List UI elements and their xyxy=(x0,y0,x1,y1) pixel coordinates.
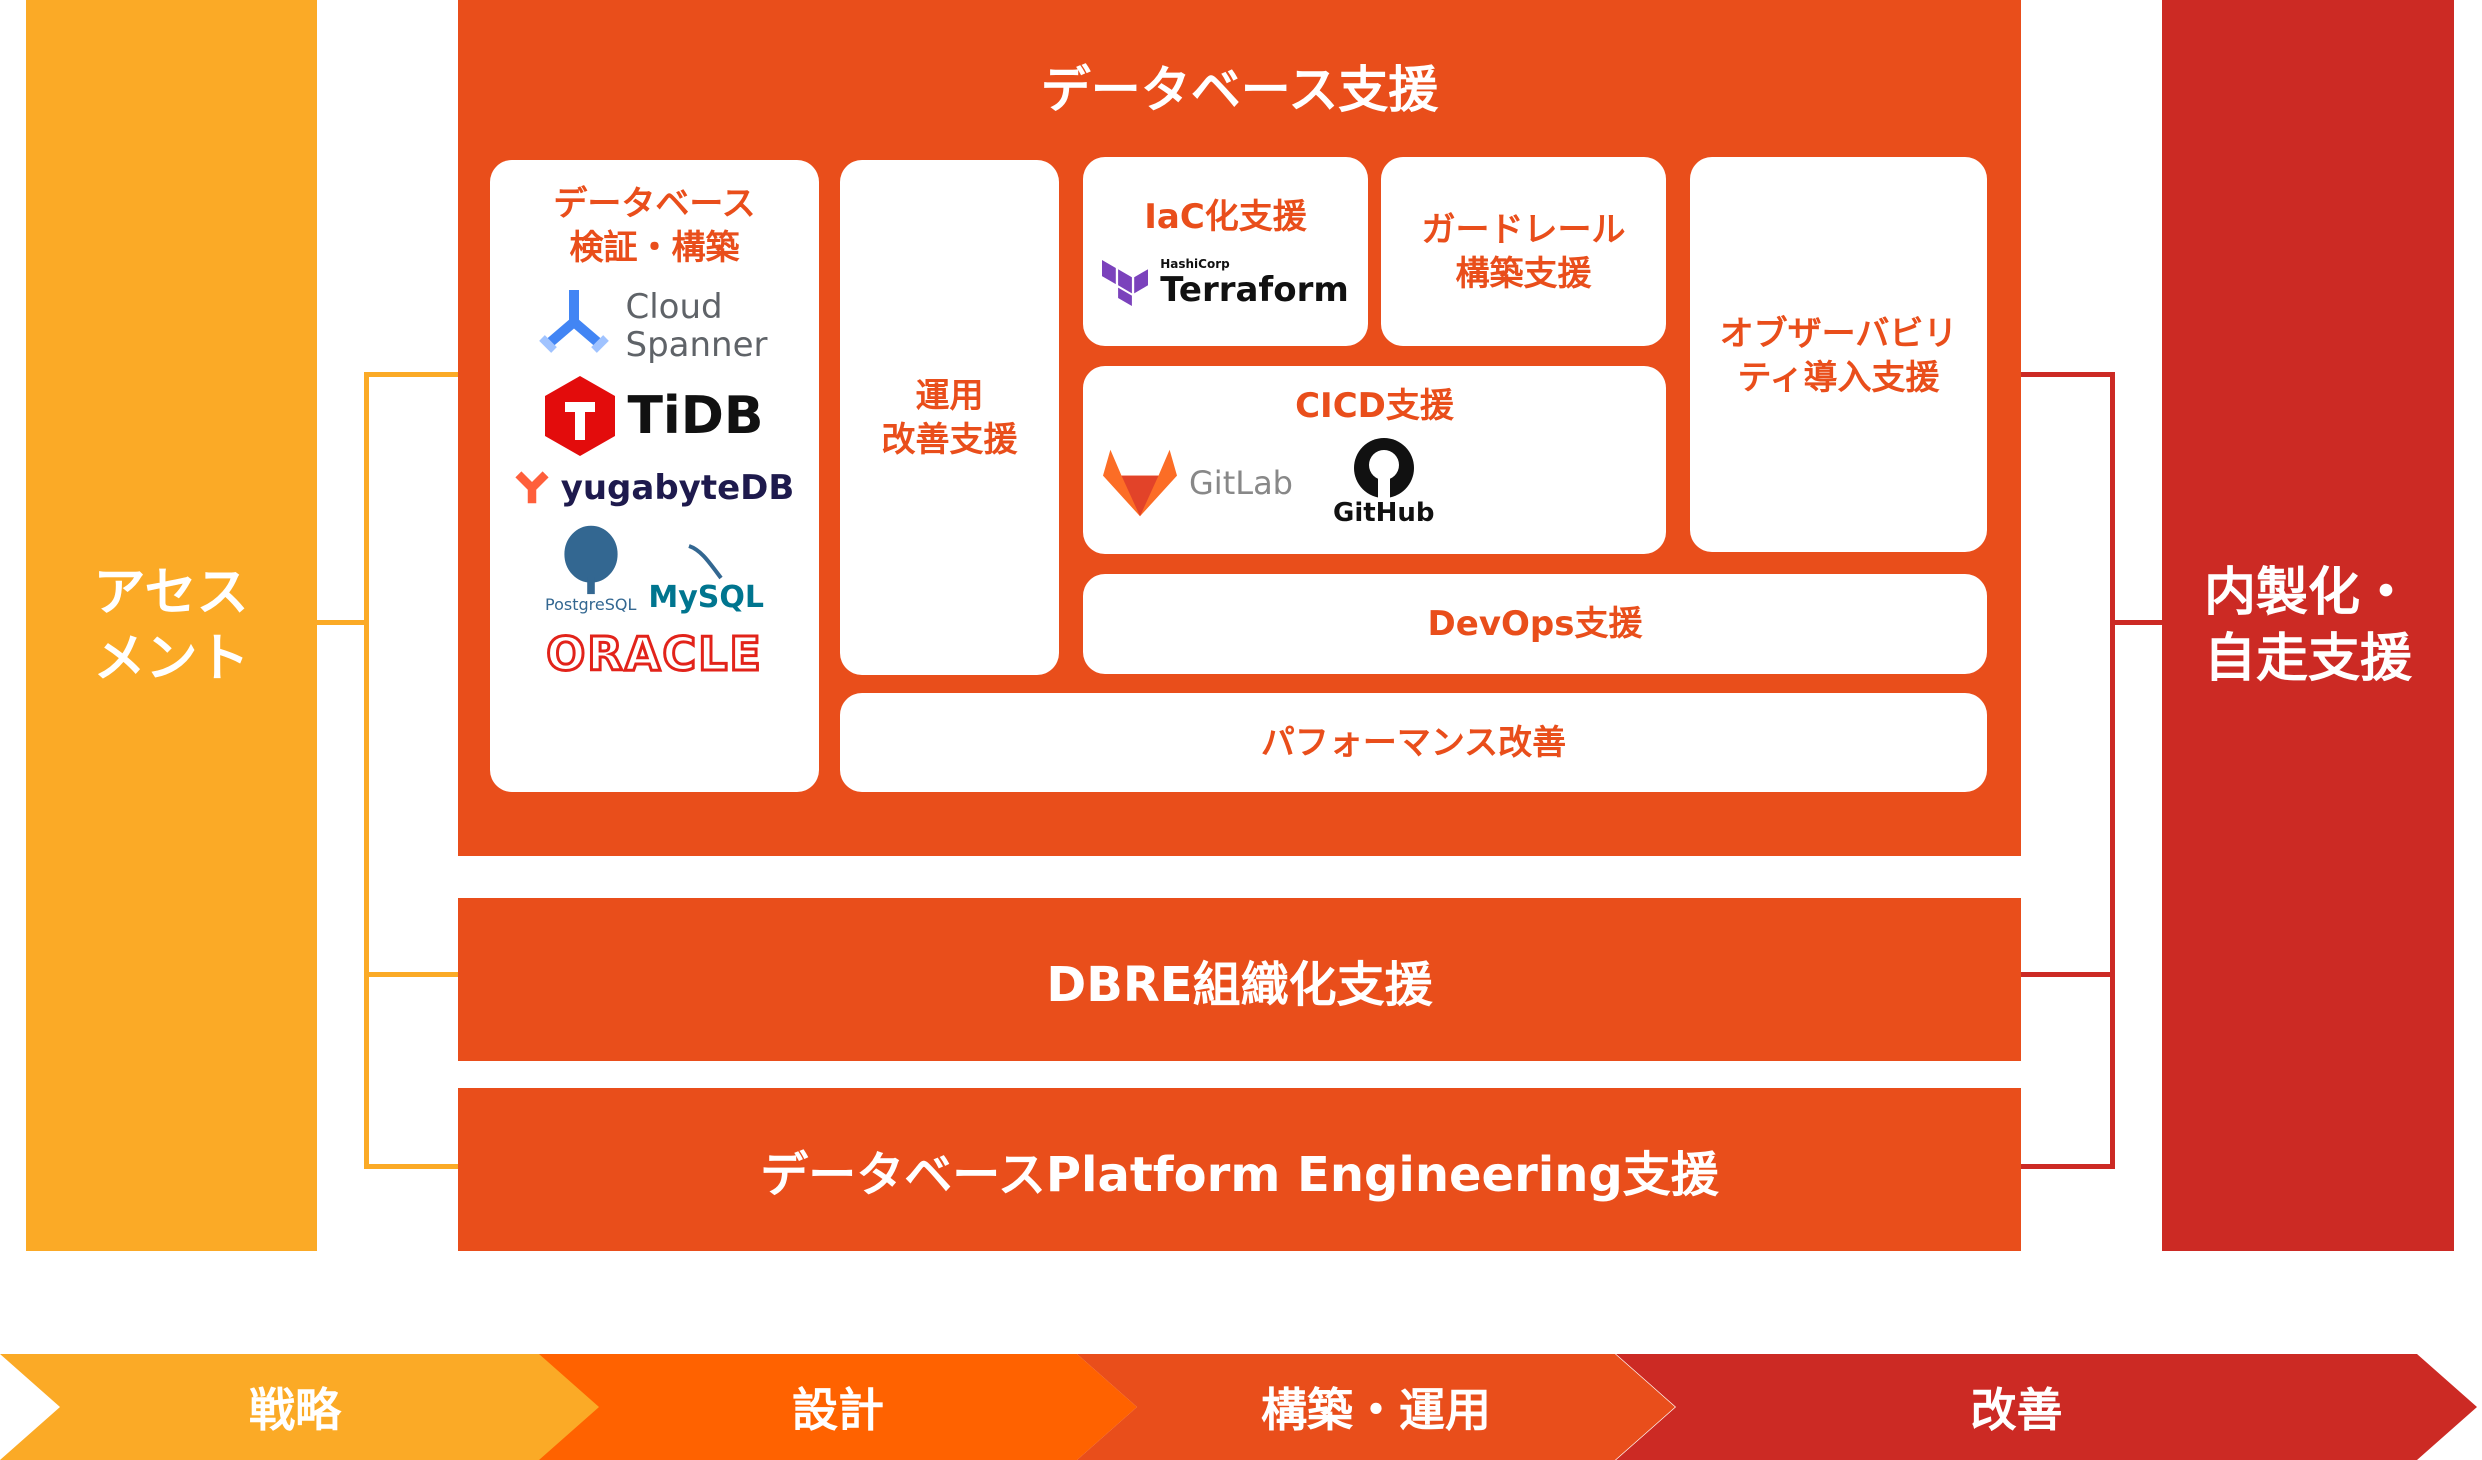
platform-engineering-bar: データベースPlatform Engineering支援 xyxy=(458,1088,2021,1251)
mysql-dolphin-icon xyxy=(688,544,723,580)
card-observability: オブザーバビリ ティ導入支援 xyxy=(1690,157,1987,552)
yugabyte-logo: yugabyteDB xyxy=(515,466,795,510)
card-performance: パフォーマンス改善 xyxy=(840,693,1987,792)
connector-right xyxy=(2110,372,2115,1169)
card-title: DevOps支援 xyxy=(1427,604,1643,644)
connector-left xyxy=(364,372,458,377)
card-title: オブザーバビリ ティ導入支援 xyxy=(1719,314,1958,398)
connector-right xyxy=(2021,1164,2114,1169)
assessment-column: アセス メント xyxy=(26,0,317,1251)
mysql-text: MySQL xyxy=(648,580,764,615)
connector-left xyxy=(317,620,368,625)
card-cicd: CICD支援 GitLab GitHub xyxy=(1083,366,1666,554)
insourcing-column: 内製化・ 自走支援 xyxy=(2162,0,2454,1251)
tidb-logo: TiDB xyxy=(545,376,764,456)
gitlab-logo: GitLab xyxy=(1103,449,1293,517)
card-devops: DevOps支援 xyxy=(1083,574,1987,674)
connector-left xyxy=(364,1164,458,1169)
phase-improvement: 改善 xyxy=(1616,1354,2477,1460)
card-title: データベース 検証・構築 xyxy=(553,184,756,268)
cloud-spanner-logo: Cloud Spanner xyxy=(534,286,776,366)
phase-label: 改善 xyxy=(1970,1383,2063,1437)
card-title: ガードレール 構築支援 xyxy=(1421,209,1626,294)
connector-right xyxy=(2110,620,2162,625)
cloud-spanner-text: Cloud Spanner xyxy=(625,287,768,365)
yugabyte-text: yugabyteDB xyxy=(560,468,795,508)
postgres-mysql-logos: PostgreSQL MySQL xyxy=(545,520,764,614)
card-iac: IaC化支援 HashiCorp Terraform xyxy=(1083,157,1368,346)
phase-strategy: 戦略 xyxy=(0,1354,600,1460)
panel-title: データベース支援 xyxy=(1040,61,1439,119)
postgresql-icon xyxy=(560,521,622,595)
card-guardrail: ガードレール 構築支援 xyxy=(1381,157,1666,346)
phase-label: 構築・運用 xyxy=(1261,1383,1491,1437)
cloud-spanner-icon xyxy=(538,290,609,353)
card-title: パフォーマンス改善 xyxy=(1260,722,1567,763)
connector-right xyxy=(2021,972,2114,977)
github-icon xyxy=(1353,438,1414,498)
github-text: GitHub xyxy=(1332,498,1435,528)
oracle-logo: ORACLE xyxy=(545,627,763,681)
phase-design: 設計 xyxy=(539,1354,1137,1460)
dbre-bar: DBRE組織化支援 xyxy=(458,898,2021,1061)
tidb-icon xyxy=(545,376,616,456)
card-db-build: データベース 検証・構築 Cloud Spanner TiDB yugabyte… xyxy=(490,160,819,792)
tidb-text: TiDB xyxy=(627,386,764,446)
card-ops-improvement: 運用 改善支援 xyxy=(840,160,1059,675)
terraform-logo: HashiCorp Terraform xyxy=(1102,257,1349,309)
gitlab-text: GitLab xyxy=(1189,464,1293,502)
phase-label: 戦略 xyxy=(249,1383,341,1437)
hashicorp-text: HashiCorp xyxy=(1160,256,1230,271)
card-title: IaC化支援 xyxy=(1144,196,1307,237)
platform-engineering-label: データベースPlatform Engineering支援 xyxy=(760,1146,1719,1203)
assessment-label: アセス メント xyxy=(93,562,250,689)
github-logo: GitHub xyxy=(1333,438,1435,528)
connector-left xyxy=(364,372,369,1169)
insourcing-label: 内製化・ 自走支援 xyxy=(2203,562,2412,689)
card-title: CICD支援 xyxy=(1295,386,1454,426)
connector-right xyxy=(2021,372,2114,377)
terraform-text: Terraform xyxy=(1160,269,1349,310)
phase-label: 設計 xyxy=(792,1383,884,1437)
connector-left xyxy=(364,972,458,977)
terraform-icon xyxy=(1102,259,1149,306)
dbre-label: DBRE組織化支援 xyxy=(1046,956,1433,1013)
gitlab-icon xyxy=(1103,449,1177,517)
yugabyte-icon xyxy=(515,471,549,504)
postgresql-text: PostgreSQL xyxy=(544,595,637,614)
phase-build-operate: 構築・運用 xyxy=(1077,1354,1675,1460)
card-title: 運用 改善支援 xyxy=(881,375,1018,460)
cicd-logos: GitLab GitHub xyxy=(1103,438,1435,528)
